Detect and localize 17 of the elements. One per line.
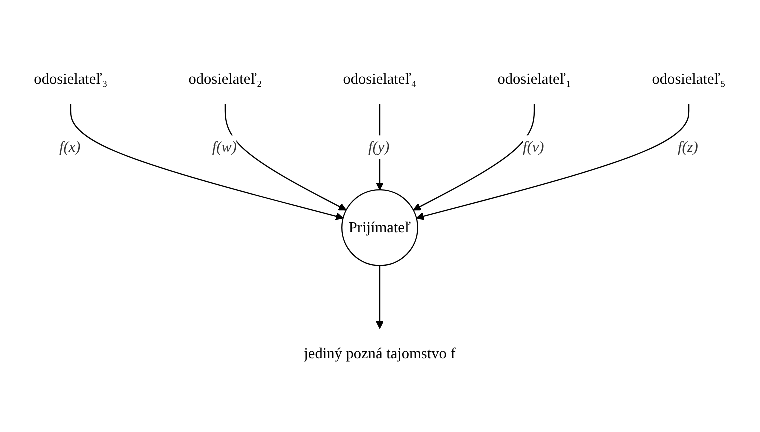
arrow bbox=[416, 104, 690, 220]
edge-label: f(z) bbox=[678, 138, 698, 155]
edge-label: f(y) bbox=[368, 138, 390, 155]
node-text: odosielateľ₁ bbox=[498, 70, 572, 88]
node-text: odosielateľ₄ bbox=[343, 70, 417, 88]
edge-label: f(w) bbox=[212, 138, 237, 155]
node-circle: Prijímateľ bbox=[342, 189, 418, 266]
arrow bbox=[70, 104, 344, 220]
node-text: odosielateľ₂ bbox=[188, 70, 262, 88]
arrow bbox=[413, 104, 536, 210]
node-text: odosielateľ₅ bbox=[652, 70, 726, 88]
arrow bbox=[376, 265, 384, 329]
edge-label: f(x) bbox=[60, 138, 81, 155]
edge-label: f(v) bbox=[523, 138, 544, 155]
node-text: odosielateľ₃ bbox=[34, 70, 108, 88]
node-text: jediný pozná tajomstvo f bbox=[304, 344, 456, 362]
arrow bbox=[224, 104, 347, 210]
